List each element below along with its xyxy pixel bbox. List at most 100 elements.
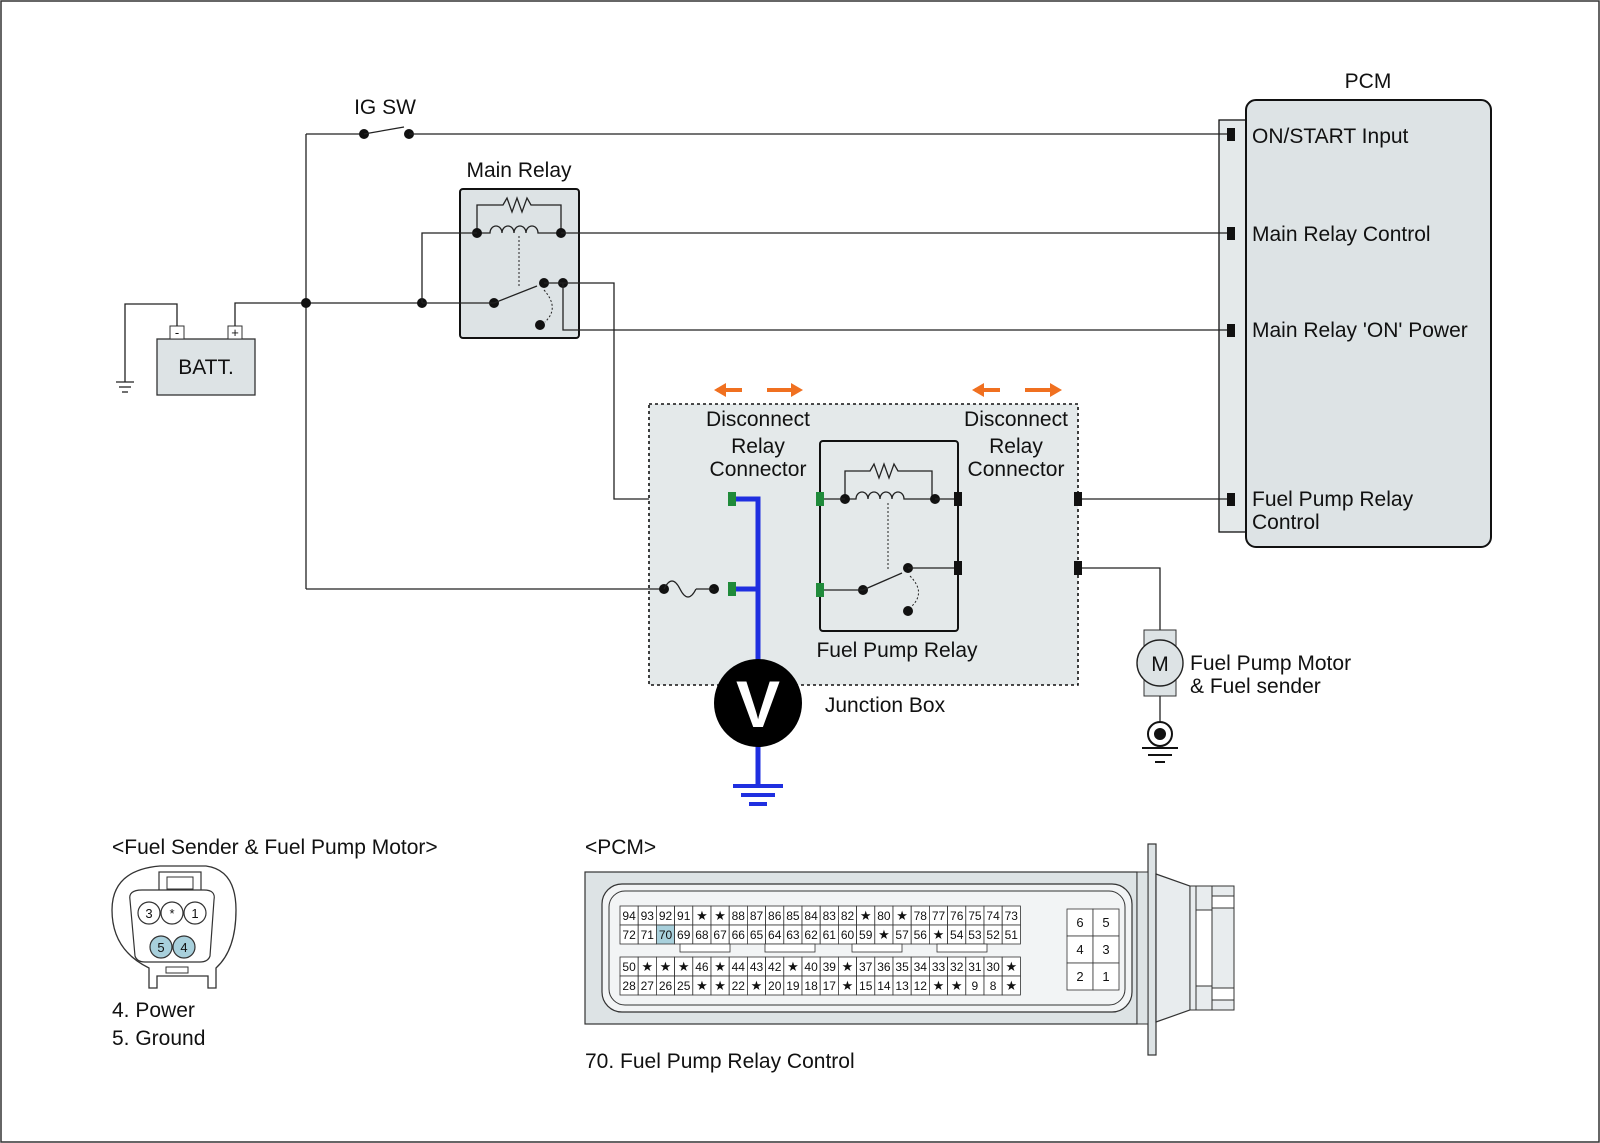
pcm-pin-label: 31 [968, 960, 982, 974]
pcm-pin-label: 60 [841, 928, 855, 942]
battery-positive-sign: + [231, 325, 239, 340]
pcm-pin-label: ★ [660, 959, 672, 974]
pcm-pin-label: 32 [950, 960, 964, 974]
fuel-pump-relay-label: Fuel Pump Relay [816, 639, 978, 662]
main-relay-coil-supply [421, 232, 477, 303]
pcm-label-fuel-pump-relay-control-1: Fuel Pump Relay [1252, 488, 1414, 511]
pcm-small-pin-label: 5 [1102, 915, 1109, 930]
pcm-pin-label: 39 [823, 960, 837, 974]
fuel-sender-legend-ground: 5. Ground [112, 1027, 205, 1050]
jbox-pin [1074, 492, 1082, 506]
disconnect-right-line2: Relay [989, 435, 1043, 458]
fuel-pump-relay-blade [862, 572, 903, 591]
pcm-pin-main-relay-power [1227, 324, 1235, 337]
pcm-small-pin-label: 4 [1076, 942, 1083, 957]
pcm-pin-fuel-pump-relay-control [1227, 493, 1235, 506]
pcm-connector-title: <PCM> [585, 836, 656, 859]
pcm-pin-label: 76 [950, 909, 964, 923]
pcm-pin-label: 27 [641, 979, 655, 993]
pcm-pin-label: 62 [804, 928, 818, 942]
pcm-pin-label: 63 [786, 928, 800, 942]
voltmeter [714, 659, 802, 747]
disconnect-left-line2: Relay [731, 435, 785, 458]
pcm-connector-legend: 70. Fuel Pump Relay Control [585, 1050, 855, 1073]
relay-connector-pin-right [954, 492, 962, 506]
pcm-pin-label: ★ [896, 908, 908, 923]
pcm-pin-label: 92 [659, 909, 673, 923]
pcm-pin-label: 53 [968, 928, 982, 942]
pcm-pin-label: 75 [968, 909, 982, 923]
fuel-sender-legend-power: 4. Power [112, 999, 195, 1022]
pcm-pin-on-start [1227, 128, 1235, 141]
pcm-pin-label: ★ [696, 908, 708, 923]
pcm-pin-label: 59 [859, 928, 873, 942]
main-relay-resistor [476, 196, 562, 233]
fuel-sender-pin-label: 5 [157, 940, 164, 955]
main-relay-power-wire [562, 283, 1227, 331]
pcm-connector-keys [679, 943, 988, 953]
fuel-pump-motor [1136, 639, 1184, 687]
pcm-pin-label: ★ [714, 908, 726, 923]
disconnect-left-line3: Connector [710, 458, 807, 481]
pcm-pin-label: ★ [1005, 978, 1017, 993]
pcm-pin-label: ★ [842, 959, 854, 974]
fuel-sender-pin-label: 3 [145, 906, 152, 921]
pcm-pin-label: 68 [695, 928, 709, 942]
junction-dot [301, 298, 311, 308]
fuel-sender-pin-label: * [169, 906, 174, 921]
pcm-small-pin-label: 6 [1076, 915, 1083, 930]
pcm-pin-label: 94 [622, 909, 636, 923]
fuel-sender-pin-label: 4 [180, 940, 187, 955]
motor-power-wire [1082, 567, 1161, 632]
pcm-pin-label: 25 [677, 979, 691, 993]
relay-socket-pin [728, 492, 736, 506]
main-relay-arc [543, 289, 553, 323]
fuel-sender-pin-4 [172, 935, 196, 959]
relay-connector-pin-right [954, 561, 962, 575]
relay-socket-pin [728, 582, 736, 596]
pcm-pin-label: 84 [804, 909, 818, 923]
pcm-pin-label: 72 [622, 928, 636, 942]
fuel-sender-pin-3 [137, 901, 161, 925]
motor-symbol: M [1151, 653, 1169, 676]
pcm-pin-label: 87 [750, 909, 764, 923]
main-relay-switch-blade [493, 285, 538, 304]
motor-ground-center [1154, 728, 1166, 740]
pcm-pin-label: ★ [696, 978, 708, 993]
pcm-pin-label: ★ [714, 978, 726, 993]
battery-ground-wire [124, 303, 178, 382]
motor-label-1: Fuel Pump Motor [1190, 652, 1351, 675]
pcm-label-main-relay-power: Main Relay 'ON' Power [1252, 319, 1468, 342]
pcm-small-pin-label: 1 [1102, 969, 1109, 984]
jbox-pin [1074, 561, 1082, 575]
pcm-pin-label: ★ [933, 978, 945, 993]
main-relay-coil [477, 225, 561, 234]
fuel-sender-pin-label: 1 [191, 906, 198, 921]
pcm-pin-label: ★ [1005, 959, 1017, 974]
pcm-pin-label: 19 [786, 979, 800, 993]
fuel-sender-pin-unused [160, 901, 184, 925]
battery-label: BATT. [178, 356, 234, 379]
pcm-pin-label: 66 [732, 928, 746, 942]
pcm-pin-label: 22 [732, 979, 746, 993]
pcm-pin-label: ★ [878, 927, 890, 942]
fuel-sender-pin-1 [183, 901, 207, 925]
pcm-pin-label: ★ [641, 959, 653, 974]
voltmeter-symbol: V [736, 667, 780, 741]
pcm-pin-label: 13 [895, 979, 909, 993]
pcm-pin-label: 40 [804, 960, 818, 974]
pcm-pin-cell [1001, 975, 1021, 996]
pcm-pin-label: 88 [732, 909, 746, 923]
pcm-small-pin-label: 3 [1102, 942, 1109, 957]
pcm-pin-label: 8 [990, 979, 997, 993]
pcm-pin-label: 18 [804, 979, 818, 993]
fuel-pump-relay-resistor [844, 462, 933, 499]
pcm-title: PCM [1345, 70, 1392, 93]
pcm-small-pin-cell [1092, 962, 1120, 991]
motor-label-2: & Fuel sender [1190, 675, 1321, 698]
pcm-pin-label: 44 [732, 960, 746, 974]
pcm-pin-label: 83 [823, 909, 837, 923]
pcm-pin-label: 20 [768, 979, 782, 993]
